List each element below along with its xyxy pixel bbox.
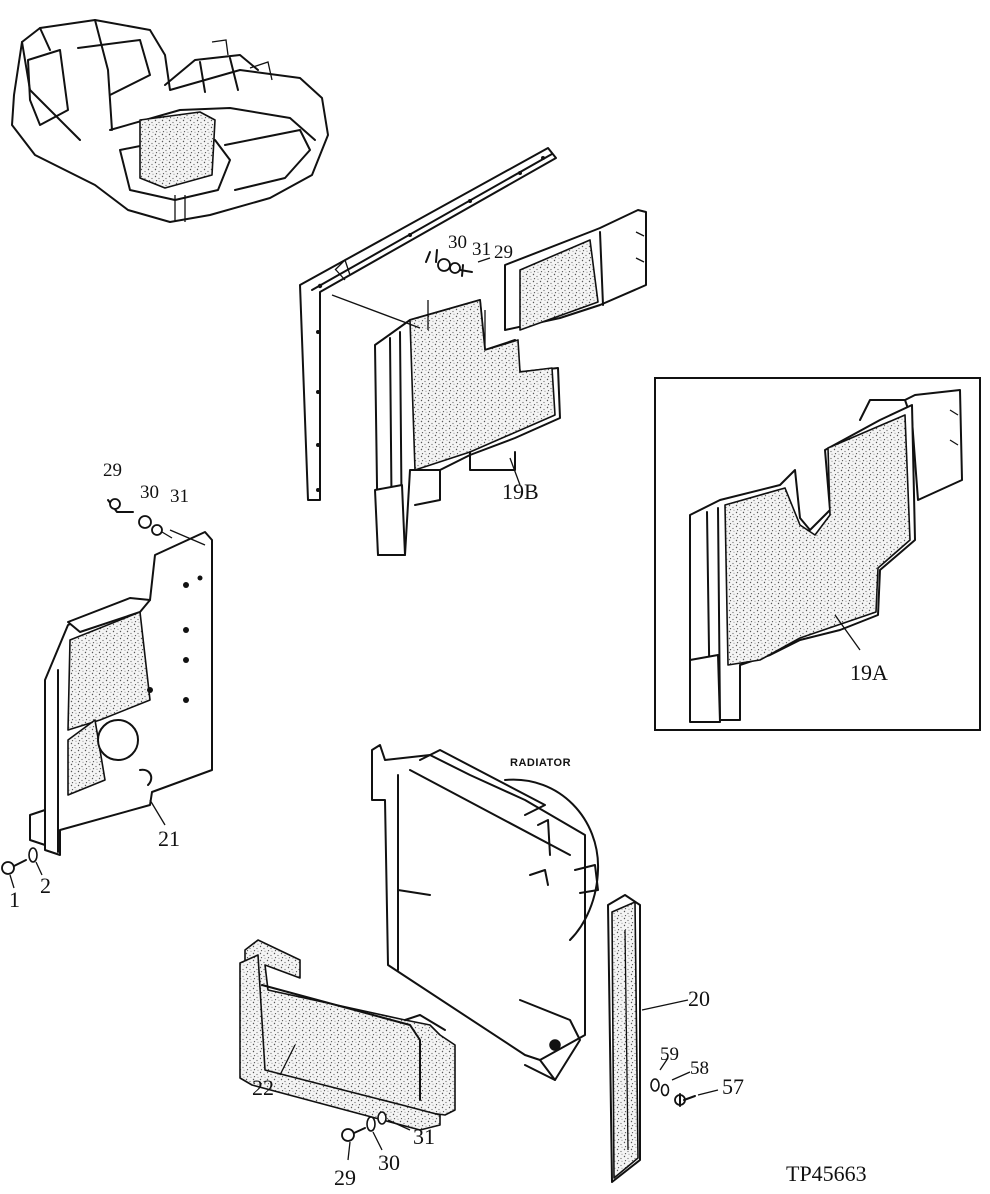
callout-30-c: 30 bbox=[378, 1150, 400, 1175]
fastener-set-d bbox=[341, 1111, 411, 1161]
figure-id: TP45663 bbox=[786, 1161, 867, 1186]
callout-20: 20 bbox=[688, 986, 710, 1011]
callout-29-c: 29 bbox=[334, 1165, 356, 1189]
radiator-heading: RADIATOR bbox=[510, 757, 571, 769]
callout-31-c: 31 bbox=[413, 1124, 435, 1149]
fastener-set-c bbox=[1, 847, 43, 889]
callout-30-b: 30 bbox=[140, 482, 159, 503]
radiator-assembly bbox=[371, 744, 689, 1183]
callout-30-a: 30 bbox=[448, 232, 467, 253]
callout-29-a: 29 bbox=[494, 242, 513, 263]
callout-2: 2 bbox=[40, 873, 51, 898]
fastener-set-e bbox=[650, 1057, 719, 1107]
fastener-set-a bbox=[425, 249, 491, 277]
part-21-panel bbox=[29, 529, 213, 856]
part-19B-assembly bbox=[299, 147, 647, 556]
callout-19A: 19A bbox=[850, 660, 888, 685]
callout-59: 59 bbox=[660, 1044, 679, 1065]
callout-58: 58 bbox=[690, 1058, 709, 1079]
part-19A-inset bbox=[654, 377, 981, 731]
part-22-frame bbox=[239, 939, 456, 1131]
callout-22: 22 bbox=[252, 1075, 274, 1100]
callout-31-a: 31 bbox=[472, 239, 491, 260]
callout-19B: 19B bbox=[502, 479, 539, 504]
callout-57: 57 bbox=[722, 1074, 744, 1099]
fastener-set-b bbox=[107, 498, 173, 539]
callout-31-b: 31 bbox=[170, 486, 189, 507]
excavator-overview bbox=[11, 19, 329, 223]
callout-1: 1 bbox=[9, 887, 20, 912]
callout-21: 21 bbox=[158, 826, 180, 851]
callout-29-b: 29 bbox=[103, 460, 122, 481]
